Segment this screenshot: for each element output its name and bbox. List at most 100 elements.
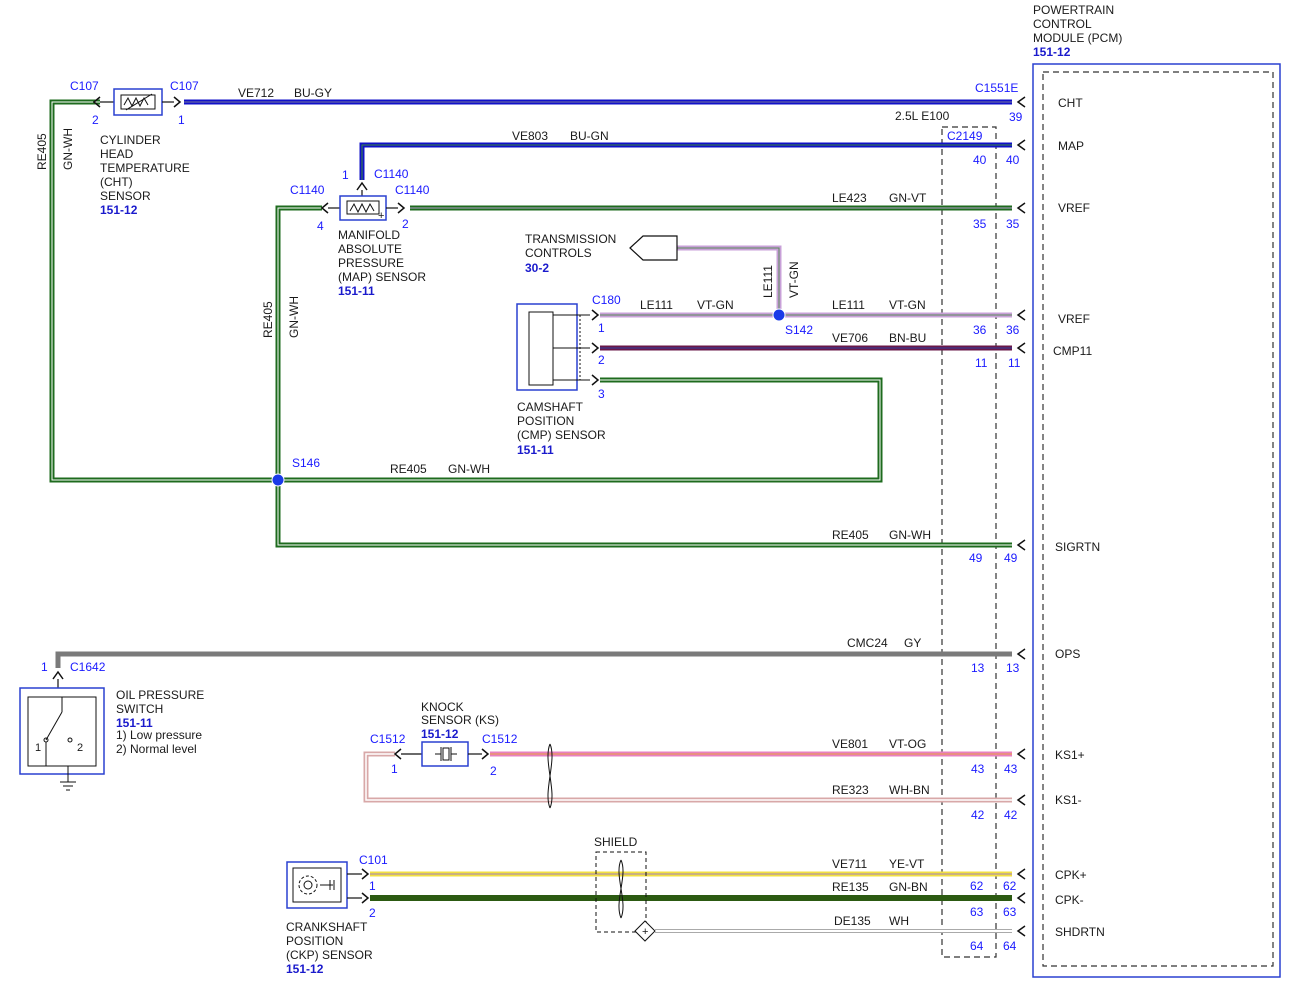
map-label-1: MANIFOLD bbox=[338, 228, 400, 242]
oil-switch-label-1: OIL PRESSURE bbox=[116, 688, 204, 702]
connector-c2149-label[interactable]: C2149 bbox=[947, 129, 983, 143]
vertical-branch-circuit: LE111 bbox=[761, 265, 775, 298]
splice-s146[interactable] bbox=[271, 473, 285, 487]
twisted-pair-icon bbox=[547, 743, 553, 809]
pcm-pin-ks1m: KS1- bbox=[1055, 793, 1082, 807]
map-pin-right: 2 bbox=[402, 217, 409, 231]
wire-ve712-color: BU-GY bbox=[294, 86, 332, 100]
wire-de135-pin-out: 64 bbox=[1003, 939, 1017, 953]
pcm-pin-ops: OPS bbox=[1055, 647, 1080, 661]
knock-label-1: KNOCK bbox=[421, 700, 464, 714]
wire-ve801-pin-in: 43 bbox=[971, 762, 985, 776]
ckp-label-3: (CKP) SENSOR bbox=[286, 948, 373, 962]
map-conn-right: C1140 bbox=[395, 183, 430, 197]
map-label-4: (MAP) SENSOR bbox=[338, 270, 426, 284]
s146-wire-circuit: RE405 bbox=[390, 462, 427, 476]
oil-pressure-switch[interactable] bbox=[19, 670, 105, 791]
shield-box bbox=[595, 851, 647, 933]
cmp-branch-circuit: LE111 bbox=[640, 298, 673, 312]
wire-de135-pin-in: 64 bbox=[970, 939, 984, 953]
wire-labels: VE712 BU-GY 39 VE803 BU-GN 40 40 LE423 G… bbox=[35, 86, 1023, 953]
cmp-label-2: POSITION bbox=[517, 414, 574, 428]
pcm-pin-cht: CHT bbox=[1058, 96, 1083, 110]
pcm-pin-vref-1: VREF bbox=[1058, 201, 1090, 215]
map-pin-left: 4 bbox=[317, 219, 324, 233]
pcm-ref[interactable]: 151-12 bbox=[1033, 45, 1071, 59]
wire-re405-circuit: RE405 bbox=[832, 528, 869, 542]
cmp-sensor[interactable] bbox=[516, 303, 600, 391]
wire-ve801-circuit: VE801 bbox=[832, 737, 868, 751]
transmission-label-2: CONTROLS bbox=[525, 246, 592, 260]
connector-c2149-box bbox=[941, 126, 997, 958]
shield-twist-icon bbox=[618, 859, 624, 919]
wire-ve706-circuit: VE706 bbox=[832, 331, 868, 345]
splice-s142[interactable] bbox=[772, 308, 786, 322]
pcm-connector-arrows bbox=[1016, 96, 1026, 937]
pcm-pin-map: MAP bbox=[1058, 139, 1084, 153]
map-ref[interactable]: 151-11 bbox=[338, 284, 375, 298]
ckp-label-1: CRANKSHAFT bbox=[286, 920, 368, 934]
ckp-ref[interactable]: 151-12 bbox=[286, 962, 324, 976]
cht-conn-left: C107 bbox=[70, 79, 99, 93]
cmp-pin-2: 2 bbox=[598, 353, 605, 367]
wire-ve803-pin-in: 40 bbox=[973, 153, 987, 167]
cht-label-2: HEAD bbox=[100, 147, 134, 161]
cht-sensor[interactable] bbox=[92, 88, 182, 116]
map-conn-left: C1140 bbox=[290, 183, 325, 197]
transmission-connector-icon[interactable] bbox=[629, 235, 678, 261]
wire-de135-circuit: DE135 bbox=[834, 914, 871, 928]
wire-ve706-pin-in: 11 bbox=[975, 356, 988, 370]
ckp-pin-2: 2 bbox=[369, 906, 376, 920]
wire-ve803[interactable] bbox=[359, 142, 1012, 180]
wire-le111[interactable] bbox=[600, 245, 1012, 318]
pcm-pin-cpkm: CPK- bbox=[1055, 893, 1084, 907]
connector-c1551e-label[interactable]: C1551E bbox=[975, 81, 1018, 95]
wire-le111-pin-out: 36 bbox=[1006, 323, 1020, 337]
cht-ref[interactable]: 151-12 bbox=[100, 203, 138, 217]
wire-ve803-color: BU-GN bbox=[570, 129, 609, 143]
wire-ve711-pin-in: 62 bbox=[970, 879, 984, 893]
pcm-pin-shdrtn: SHDRTN bbox=[1055, 925, 1105, 939]
wire-cmc24[interactable] bbox=[55, 651, 1012, 668]
shield-drain-plus: + bbox=[642, 926, 648, 938]
map-pin-top: 1 bbox=[342, 168, 349, 182]
ckp-label-2: POSITION bbox=[286, 934, 343, 948]
wire-re405[interactable] bbox=[49, 99, 1012, 548]
knock-sensor[interactable] bbox=[393, 741, 490, 767]
wire-re135-color: GN-BN bbox=[889, 880, 928, 894]
pcm-module[interactable] bbox=[1032, 63, 1281, 978]
wire-re323[interactable] bbox=[363, 751, 1012, 803]
pcm-pin-cpkp: CPK+ bbox=[1055, 868, 1087, 882]
wire-ve801-pin-out: 43 bbox=[1004, 762, 1018, 776]
pcm-title-line-1: POWERTRAIN bbox=[1033, 3, 1114, 17]
wire-ve801-color: VT-OG bbox=[889, 737, 926, 751]
map-sensor[interactable]: + bbox=[320, 181, 406, 222]
knock-conn-right: C1512 bbox=[482, 732, 518, 746]
shield-drain-icon bbox=[634, 920, 656, 942]
cmp-label-3: (CMP) SENSOR bbox=[517, 428, 606, 442]
cmp-branch-color: VT-GN bbox=[697, 298, 734, 312]
wire-cmc24-pin-in: 13 bbox=[971, 661, 985, 675]
knock-ref[interactable]: 151-12 bbox=[421, 727, 459, 741]
pcm-pin-cmp11: CMP11 bbox=[1053, 344, 1092, 358]
oil-switch-ref[interactable]: 151-11 bbox=[116, 716, 153, 730]
wire-le111-color: VT-GN bbox=[889, 298, 926, 312]
pcm-title-line-2: CONTROL bbox=[1033, 17, 1092, 31]
wire-re405-pin-in: 49 bbox=[969, 551, 983, 565]
wire-de135-color: WH bbox=[889, 914, 909, 928]
cht-label-3: TEMPERATURE bbox=[100, 161, 190, 175]
oil-switch-conn: C1642 bbox=[70, 660, 106, 674]
wire-ve712-circuit: VE712 bbox=[238, 86, 274, 100]
wire-le111-pin-in: 36 bbox=[973, 323, 987, 337]
knock-pin-right: 2 bbox=[490, 764, 497, 778]
left-wire-color: GN-WH bbox=[61, 128, 75, 170]
cmp-ref[interactable]: 151-11 bbox=[517, 443, 554, 457]
wire-cmc24-pin-out: 13 bbox=[1006, 661, 1020, 675]
transmission-ref[interactable]: 30-2 bbox=[525, 261, 549, 275]
wire-re405-pin-out: 49 bbox=[1004, 551, 1018, 565]
ckp-sensor[interactable] bbox=[286, 861, 370, 909]
pcm-pin-labels: CHT MAP VREF VREF CMP11 SIGRTN OPS KS1+ … bbox=[1053, 96, 1105, 939]
wire-ve712-pin: 39 bbox=[1009, 110, 1023, 124]
oil-switch-note-1: 1) Low pressure bbox=[116, 728, 202, 742]
wire-ve711-color: YE-VT bbox=[889, 857, 925, 871]
